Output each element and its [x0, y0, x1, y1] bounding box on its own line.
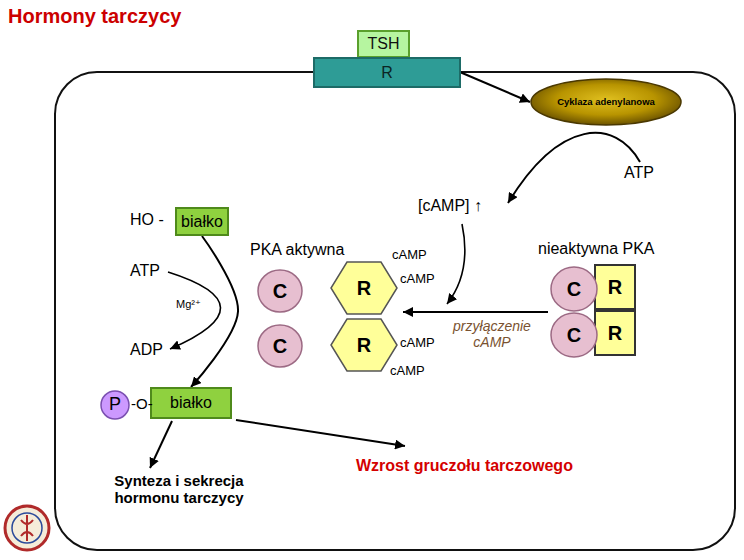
- catalytic-subunit: C: [550, 312, 598, 358]
- node-text: C: [567, 324, 581, 346]
- molecule-label: ADP: [130, 341, 163, 359]
- diagram-title: Hormony tarczycy: [8, 5, 181, 28]
- protein-box: białko: [150, 387, 232, 419]
- atp-arrow: [508, 133, 640, 203]
- node-text: białko: [170, 394, 212, 412]
- cell-outline: [55, 72, 735, 550]
- catalytic-subunit: C: [257, 269, 303, 313]
- molecule-label: ATP: [624, 164, 654, 182]
- node-text: R: [357, 334, 371, 356]
- camp-label: cAMP: [400, 336, 435, 351]
- hormone-box: TSH: [357, 30, 410, 58]
- regulatory-subunit: R: [594, 264, 636, 310]
- synthesis-arrow: [150, 421, 172, 468]
- outcome-label: Synteza i sekrecja hormonu tarczycy: [84, 472, 274, 507]
- protein-box: białko: [175, 207, 229, 236]
- molecule-label: [cAMP] ↑: [418, 197, 482, 215]
- node-text: R: [357, 277, 371, 299]
- node-text: Cyklaza adenylanowa: [557, 97, 655, 107]
- node-text: białko: [181, 213, 223, 231]
- phosphate-circle: P: [100, 390, 130, 420]
- process-label: przyłączenie cAMP: [442, 318, 542, 350]
- binding-arrow: [403, 311, 548, 313]
- node-text: C: [273, 280, 287, 302]
- node-text: R: [381, 64, 393, 82]
- node-text: C: [273, 335, 287, 357]
- group-label: HO -: [130, 211, 164, 229]
- catalytic-subunit: C: [257, 324, 303, 368]
- camp-arrow: [447, 224, 465, 304]
- molecule-label: ATP: [130, 262, 160, 280]
- university-logo: [5, 506, 49, 550]
- node-text: R: [608, 276, 622, 298]
- node-text: TSH: [368, 35, 400, 53]
- regulatory-subunit: R: [330, 261, 398, 315]
- outcome-label: Wzrost gruczołu tarczowego: [356, 457, 573, 475]
- regulatory-subunit: R: [594, 310, 636, 356]
- camp-label: cAMP: [390, 364, 425, 379]
- arrow-connector: [461, 73, 530, 103]
- cofactor-label: Mg²⁺: [176, 298, 201, 311]
- enzyme-label: PKA aktywna: [250, 241, 344, 259]
- bond-label: -O-: [131, 395, 153, 412]
- node-text: P: [109, 395, 121, 415]
- atp-adp-arrow: [168, 272, 221, 349]
- enzyme-label: nieaktywna PKA: [538, 240, 655, 258]
- camp-label: cAMP: [392, 248, 427, 263]
- catalytic-subunit: C: [550, 266, 598, 312]
- growth-arrow: [236, 420, 405, 446]
- receptor-box: R: [313, 57, 461, 88]
- regulatory-subunit: R: [330, 318, 398, 372]
- node-text: C: [567, 278, 581, 300]
- arrow-connector: [191, 236, 238, 387]
- camp-label: cAMP: [400, 272, 435, 287]
- enzyme-ellipse: Cyklaza adenylanowa: [530, 78, 682, 126]
- node-text: R: [608, 322, 622, 344]
